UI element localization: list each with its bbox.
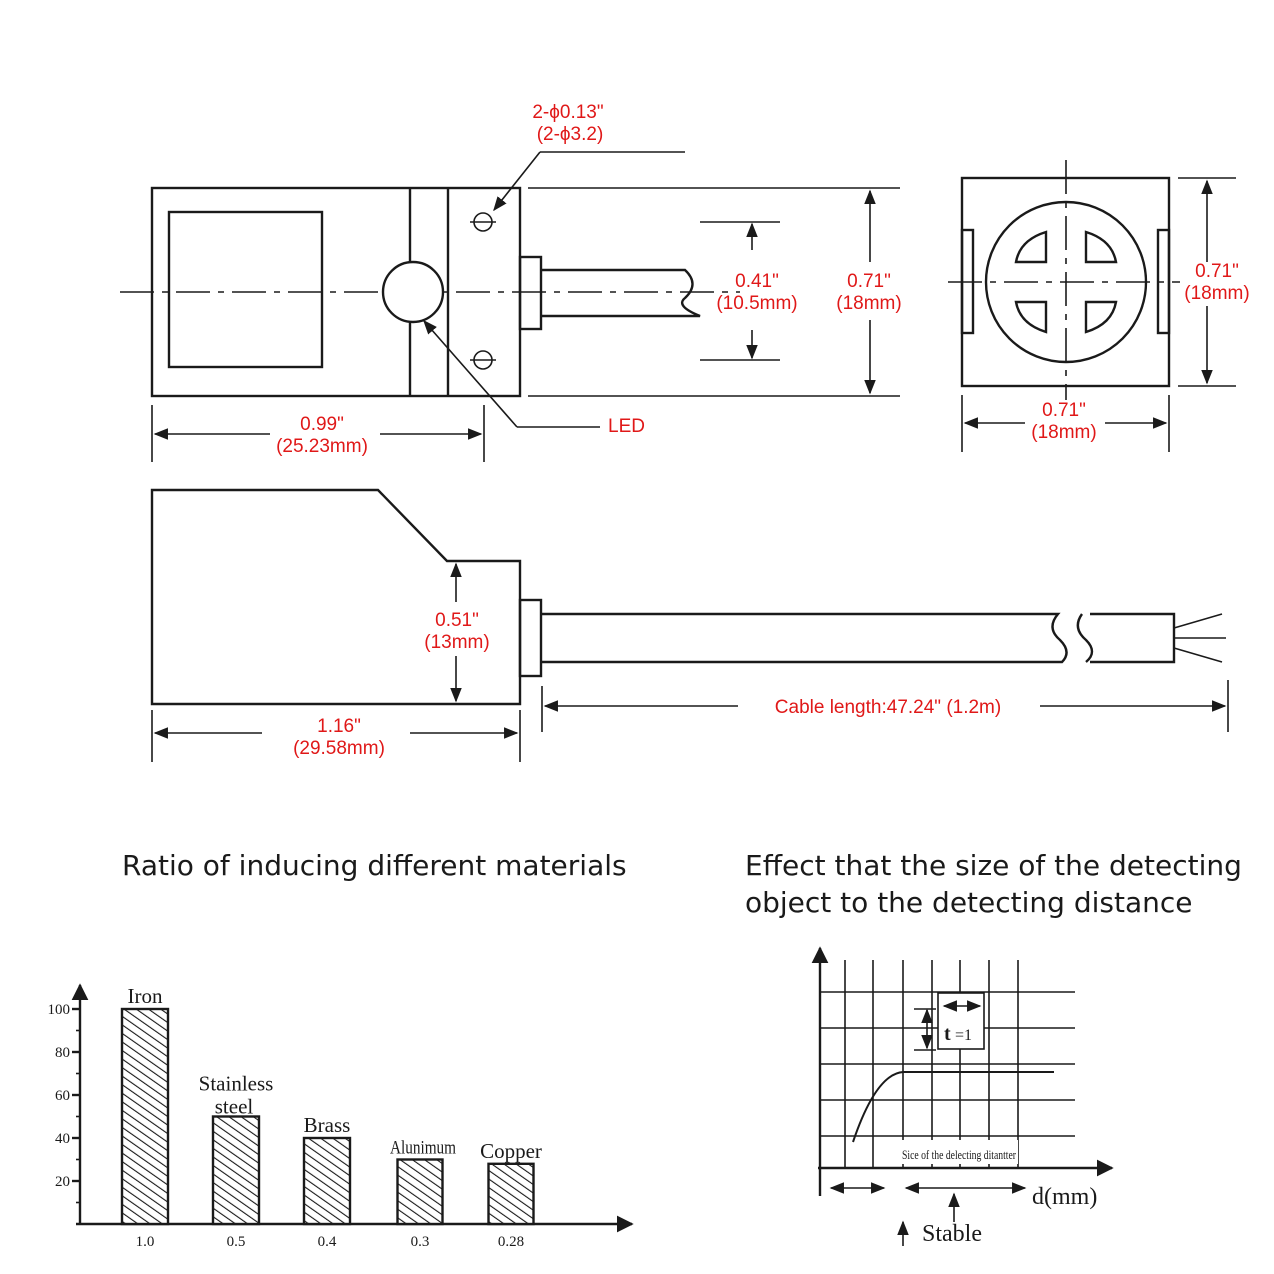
- bar-label: Alunimum: [390, 1138, 456, 1159]
- body-length-mm-label: (25.23mm): [276, 436, 368, 457]
- side-cable-gland: [518, 598, 543, 678]
- hole-spacing-label: 0.41": [735, 271, 779, 292]
- size-chart: Effect that the size of the detecting ob…: [745, 849, 1242, 1247]
- top-view: 2-ϕ0.13" (2-ϕ3.2) 0.41" (10.5mm) 0.71" (…: [120, 102, 902, 462]
- size-annotation: Sice of the delecting ditantter: [902, 1147, 1016, 1162]
- y-tick-label: 60: [55, 1088, 70, 1104]
- cable-stub: [541, 268, 701, 318]
- body-height-mm-label: (18mm): [836, 293, 901, 314]
- y-tick-label: 100: [48, 1002, 71, 1018]
- bar-iron: [120, 1007, 170, 1226]
- size-chart-title-line2: object to the detecting distance: [745, 886, 1192, 919]
- hole-size-label: 2-ϕ0.13": [532, 102, 603, 123]
- side-length-mm-label: (29.58mm): [293, 738, 385, 759]
- side-cable: [541, 612, 1068, 664]
- bar-label-line1: Stainless: [199, 1072, 274, 1096]
- stable-label: Stable: [922, 1221, 982, 1247]
- cable-gland: [518, 255, 543, 331]
- body-length-label: 0.99": [300, 414, 344, 435]
- side-body-outline: [150, 488, 522, 706]
- body-height-label: 0.71": [847, 271, 891, 292]
- bar-stainless-steel: [211, 1115, 261, 1226]
- materials-y-ticks: 100 80 60 40 20: [48, 1002, 80, 1204]
- end-height-mm-label: (18mm): [1184, 283, 1249, 304]
- side-view: 0.51" (13mm) 1.16" (29.58mm) Cable lengt…: [150, 488, 1229, 762]
- end-height-label: 0.71": [1195, 261, 1239, 282]
- bar-ratio-label: 0.5: [227, 1234, 246, 1250]
- y-tick-label: 80: [55, 1045, 70, 1061]
- mounting-hole-top: [470, 212, 496, 232]
- bar-label: Copper: [480, 1139, 542, 1163]
- end-view: 0.71" (18mm) 0.71" (18mm): [948, 160, 1250, 452]
- bar-label: Iron: [128, 984, 163, 1008]
- mounting-hole-bottom: [470, 350, 496, 370]
- sensing-face: [167, 210, 324, 369]
- bar-alunimum: [396, 1158, 444, 1226]
- t-label: t: [944, 1023, 951, 1045]
- side-length-label: 1.16": [317, 716, 361, 737]
- size-grid: [820, 960, 1075, 1168]
- bar-ratio-label: 0.3: [411, 1234, 430, 1250]
- size-x-label: d(mm): [1032, 1184, 1097, 1210]
- size-chart-title-line1: Effect that the size of the detecting: [745, 849, 1242, 882]
- y-tick-label: 40: [55, 1131, 70, 1147]
- bar-label-line2: steel: [215, 1095, 254, 1119]
- bar-ratio-label: 0.28: [498, 1234, 524, 1250]
- y-tick-label: 20: [55, 1174, 70, 1190]
- bar-ratio-label: 1.0: [136, 1234, 155, 1250]
- cable-length-label: Cable length:47.24" (1.2m): [775, 697, 1001, 718]
- distance-curve: [852, 1071, 1054, 1143]
- bar-copper: [487, 1162, 535, 1226]
- side-height-mm-label: (13mm): [424, 632, 489, 653]
- led-indicator: [381, 260, 445, 324]
- end-width-label: 0.71": [1042, 400, 1086, 421]
- led-label: LED: [608, 416, 645, 437]
- side-height-label: 0.51": [435, 610, 479, 631]
- end-width-mm-label: (18mm): [1031, 422, 1096, 443]
- t-value: =1: [955, 1027, 972, 1044]
- bar-brass: [302, 1136, 352, 1226]
- hole-spacing-mm-label: (10.5mm): [716, 293, 797, 314]
- materials-chart: Ratio of inducing different materials 10…: [48, 849, 634, 1250]
- bar-label: Brass: [304, 1113, 351, 1137]
- materials-chart-title: Ratio of inducing different materials: [122, 849, 627, 882]
- bar-ratio-label: 0.4: [318, 1234, 337, 1250]
- hole-size-mm-label: (2-ϕ3.2): [537, 124, 604, 145]
